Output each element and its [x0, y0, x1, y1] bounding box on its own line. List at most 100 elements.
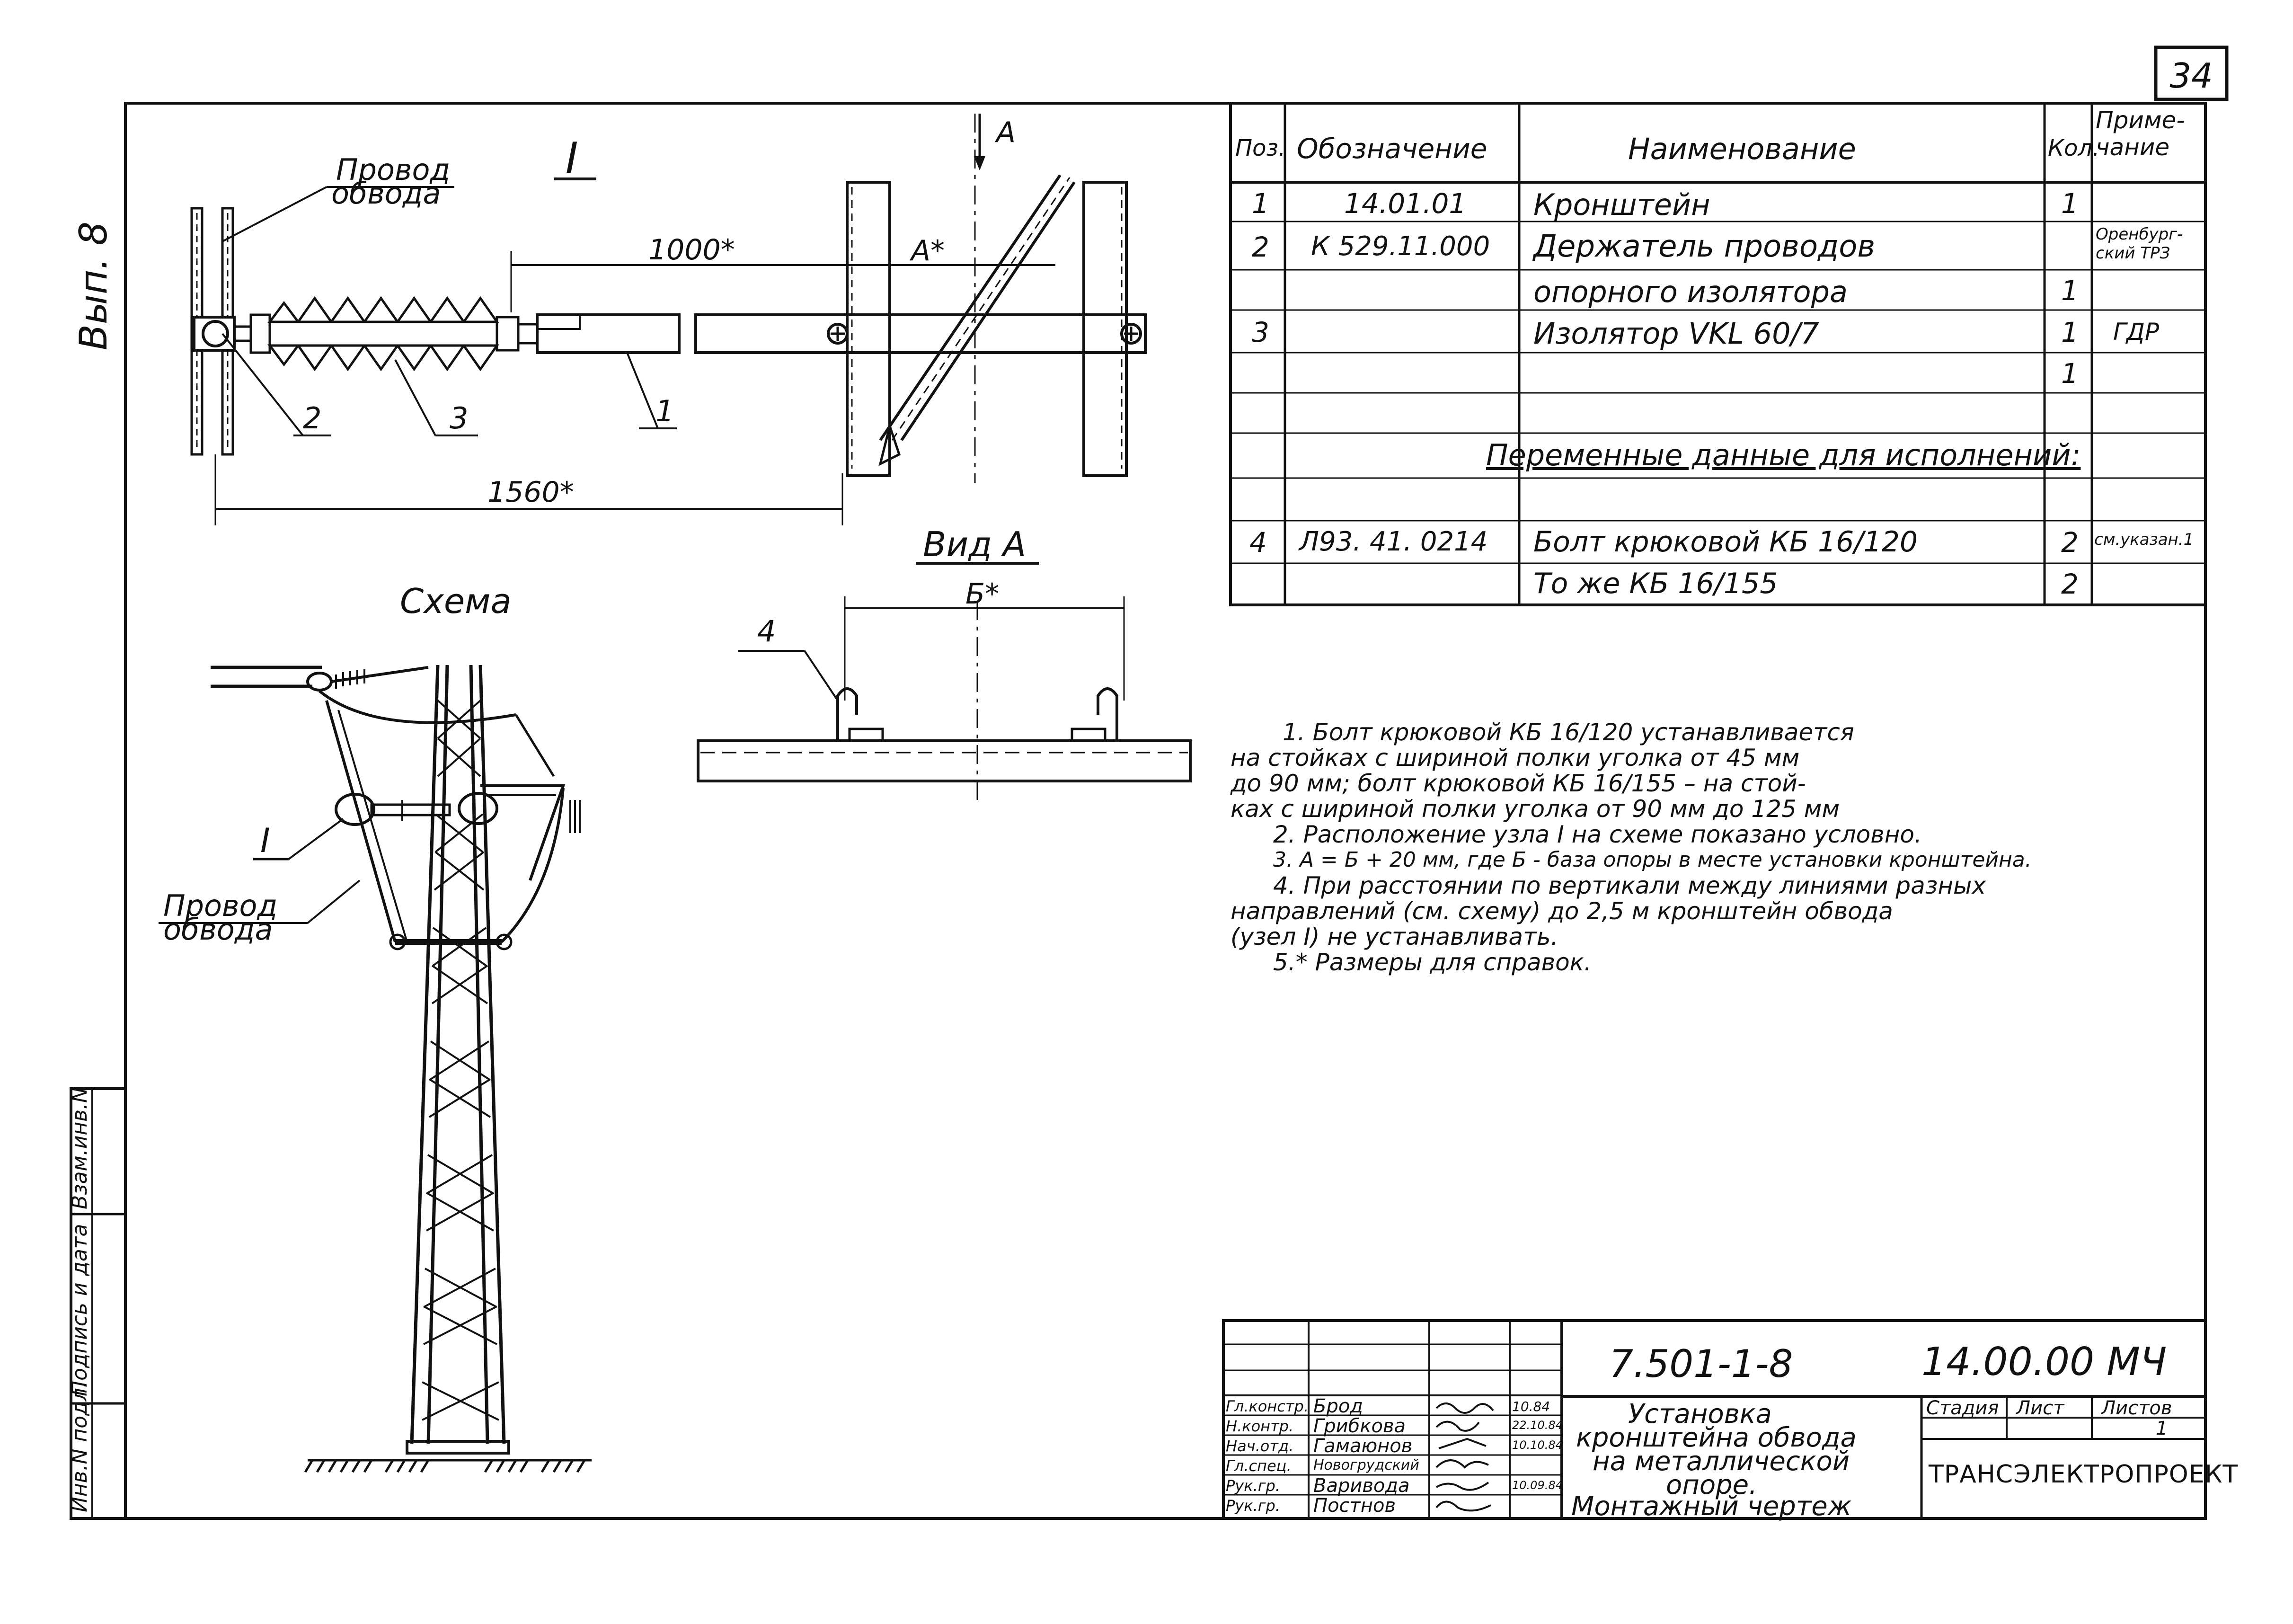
- title-sub: Монтажный чертеж: [1571, 1491, 1852, 1522]
- sheets-value: 1: [2156, 1418, 2168, 1439]
- note-line-2: на стойках с шириной полки уголка от 45 …: [1231, 744, 1800, 772]
- title-line-3: на металлической: [1593, 1446, 1850, 1477]
- role-5-name: Варивода: [1313, 1475, 1410, 1497]
- dim-a: A*: [909, 234, 945, 267]
- role-3-date: 10.10.84: [1512, 1438, 1563, 1452]
- role-2-name: Грибкова: [1313, 1415, 1406, 1437]
- spec-row-4-qty: 1: [2061, 316, 2079, 348]
- sheets-label: Листов: [2101, 1397, 2172, 1419]
- callout-2: 2: [303, 401, 321, 435]
- spec-row-10-qty: 2: [2061, 568, 2079, 600]
- spec-header-note-2: чание: [2096, 133, 2170, 161]
- edition-mark: Вып. 8: [71, 222, 115, 350]
- spec-row-2-designation: К 529.11.000: [1311, 231, 1490, 262]
- signatures: [1435, 1402, 1494, 1512]
- spec-header-designation: Обозначение: [1297, 133, 1487, 165]
- spec-row-5-qty: 1: [2061, 357, 2079, 390]
- role-2: Н.контр.: [1226, 1417, 1294, 1435]
- role-3-name: Гамаюнов: [1313, 1435, 1413, 1457]
- spec-row-1-qty: 1: [2061, 187, 2079, 220]
- stamp-vzam-inv: Взам.инв.N: [68, 1087, 92, 1209]
- spec-row-3-qty: 1: [2061, 275, 2079, 307]
- dim-b: Б*: [965, 577, 999, 611]
- scheme-title: Схема: [400, 581, 512, 621]
- node-i-wire-label-1: Провод: [336, 152, 450, 187]
- spec-row-9-qty: 2: [2061, 526, 2079, 559]
- note-line-8: направлений (см. схему) до 2,5 м кронште…: [1231, 897, 1893, 925]
- title-line-4: опоре.: [1666, 1470, 1757, 1500]
- scheme-wire-label-2: обвода: [163, 912, 273, 947]
- scheme-node-label: I: [260, 821, 270, 860]
- spec-row-10-name: То же КБ 16/155: [1533, 567, 1778, 600]
- doc-number: 14.00.00 МЧ: [1921, 1340, 2167, 1384]
- node-i-wire-label-2: обвода: [331, 176, 441, 211]
- title-block-grid: [1222, 1319, 2207, 1520]
- spec-row-4-pos: 3: [1252, 316, 1269, 348]
- role-3: Нач.отд.: [1226, 1437, 1294, 1455]
- scheme-drawing: Схема: [159, 581, 592, 1473]
- spec-row-4-note: ГДР: [2113, 318, 2160, 346]
- view-a-title: Вид А: [923, 524, 1026, 564]
- sheet-label: Лист: [2016, 1397, 2064, 1419]
- view-a-drawing: Вид А Б* 4: [697, 524, 1192, 800]
- spec-header-name: Наименование: [1628, 132, 1856, 166]
- stamp-podpis-data: Подпись и дата: [68, 1224, 92, 1396]
- note-line-7: 4. При расстоянии по вертикали между лин…: [1273, 872, 1986, 899]
- doc-code: 7.501-1-8: [1609, 1342, 1793, 1386]
- note-line-1: 1. Болт крюковой КБ 16/120 устанавливает…: [1283, 719, 1854, 746]
- company-name: ТРАНСЭЛЕКТРОПРОЕКТ: [1929, 1460, 2239, 1489]
- role-5-date: 10.09.84: [1512, 1479, 1563, 1492]
- spec-row-1-name: Кронштейн: [1533, 187, 1710, 222]
- note-line-9: (узел I) не устанавливать.: [1231, 923, 1558, 950]
- callout-3: 3: [450, 401, 468, 435]
- dim-1560: 1560*: [487, 476, 574, 509]
- title-line-1: Установка: [1628, 1399, 1772, 1429]
- spec-header-pos: Поз.: [1235, 135, 1286, 161]
- note-line-3: до 90 мм; болт крюковой КБ 16/155 – на с…: [1231, 770, 1806, 797]
- spec-row-2-pos: 2: [1252, 231, 1269, 263]
- stamp-inv-podl: Инв.N подл.: [68, 1381, 92, 1512]
- note-line-10: 5.* Размеры для справок.: [1273, 949, 1592, 976]
- spec-variable-data-heading: Переменные данные для исполнений:: [1486, 438, 2081, 472]
- sheet-number: 34: [2169, 56, 2213, 96]
- role-1-name: Брод: [1313, 1395, 1363, 1417]
- role-5: Рук.гр.: [1226, 1477, 1281, 1495]
- spec-row-1-pos: 1: [1252, 187, 1269, 220]
- role-1-date: 10.84: [1512, 1399, 1550, 1414]
- sheet-frame: [124, 102, 2207, 1520]
- callout-1: 1: [655, 394, 674, 428]
- side-stamp-grid: [70, 1087, 127, 1520]
- role-4: Гл.спец.: [1226, 1457, 1292, 1475]
- view-arrow-label: A: [994, 116, 1016, 149]
- node-i-drawing: I Провод обвода: [190, 114, 1147, 525]
- spec-header-note-1: Приме-: [2096, 106, 2185, 134]
- sheet-number-box: [2154, 45, 2229, 101]
- spec-row-9-note: см.указан.1: [2094, 530, 2194, 549]
- spec-table-grid: [1229, 102, 2207, 606]
- spec-header-qty: Кол.: [2048, 135, 2100, 161]
- spec-row-2-name: Держатель проводов: [1533, 229, 1876, 264]
- note-line-4: ках с шириной полки уголка от 90 мм до 1…: [1231, 795, 1840, 823]
- role-2-date: 22.10.84: [1512, 1419, 1563, 1432]
- role-1: Гл.констр.: [1226, 1397, 1309, 1415]
- stage-label: Стадия: [1926, 1397, 1999, 1419]
- spec-row-9-designation: Л93. 41. 0214: [1299, 526, 1488, 557]
- note-line-6: 3. А = Б + 20 мм, где Б - база опоры в м…: [1273, 848, 2032, 872]
- spec-row-2-note-1: Оренбург-: [2096, 225, 2183, 244]
- scheme-wire-label-1: Провод: [163, 888, 277, 923]
- spec-row-9-pos: 4: [1249, 526, 1267, 559]
- notes-block: 1. Болт крюковой КБ 16/120 устанавливает…: [1231, 719, 2032, 975]
- spec-row-4-name: Изолятор VKL 60/7: [1533, 316, 1819, 351]
- spec-row-1-designation: 14.01.01: [1344, 187, 1467, 220]
- spec-row-9-name: Болт крюковой КБ 16/120: [1533, 525, 1918, 559]
- spec-row-3-name: опорного изолятора: [1533, 275, 1848, 309]
- callout-4: 4: [757, 614, 776, 648]
- title-line-2: кронштейна обвода: [1576, 1422, 1857, 1453]
- role-6-name: Постнов: [1313, 1495, 1396, 1517]
- spec-row-2-note-2: ский ТРЗ: [2096, 244, 2170, 263]
- node-i-title: I: [566, 133, 578, 183]
- note-line-5: 2. Расположение узла I на схеме показано…: [1273, 821, 1922, 848]
- role-6: Рук.гр.: [1226, 1497, 1281, 1515]
- role-4-name: Новогрудский: [1313, 1457, 1419, 1473]
